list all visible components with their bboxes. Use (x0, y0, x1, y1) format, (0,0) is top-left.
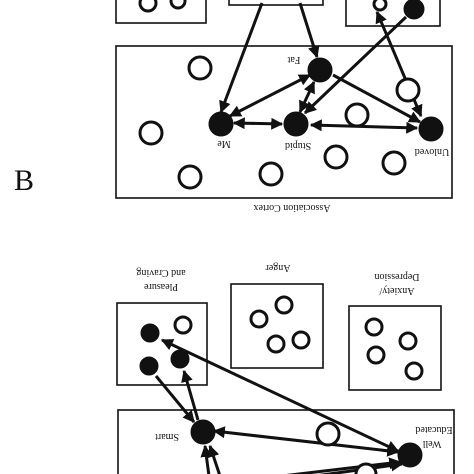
edge-me-fat (228, 73, 312, 118)
top-right-filled-node (403, 0, 425, 20)
anger-open-node (274, 295, 294, 315)
anger-label: Anger (265, 262, 291, 273)
anxiety-depression-box (348, 305, 442, 391)
edge-well-down-2 (318, 459, 404, 474)
edge-well-down-1 (286, 457, 402, 474)
edge-top-to-fat (298, 2, 320, 59)
well-node (397, 442, 423, 468)
stupid-label: Stupid (285, 140, 311, 151)
cortex-open-node (138, 120, 164, 146)
cortex-open-node (381, 150, 407, 176)
top-center-box (228, 0, 324, 6)
edge-smart-down-2 (207, 444, 221, 474)
well-label: Well (422, 438, 441, 449)
top-right-open-node (372, 0, 388, 12)
edge-stupid-unloved (309, 119, 419, 134)
edge-smart-pleasure (181, 369, 200, 421)
top-left-box (115, 0, 207, 24)
me-label: Me (217, 138, 231, 149)
edge-pleasure-smart (154, 375, 196, 423)
pleasure-filled-node (139, 356, 159, 376)
cortex-open-node (187, 55, 213, 81)
edge-me-stupid (232, 117, 284, 130)
smart-label: Smart (155, 431, 179, 442)
top-left-open-node (138, 0, 158, 13)
edge-fat-unloved (332, 73, 422, 124)
cortex-open-node (344, 102, 370, 128)
panel-letter: B (14, 164, 34, 197)
association-cortex-box (115, 45, 453, 199)
edge-smart-down-1 (200, 444, 213, 474)
edge-fat-stupid (298, 80, 316, 114)
top-right-box (345, 0, 441, 27)
anxiety-open-node (404, 361, 424, 381)
pleasure-craving-box (116, 302, 208, 386)
me-node (208, 111, 234, 137)
unloved-node (418, 116, 444, 142)
cortex-open-node (323, 144, 349, 170)
craving-label: and Craving (136, 267, 185, 278)
cortex-open-node (395, 77, 421, 103)
lower-cortex-open-node (315, 421, 341, 447)
association-cortex-label: Association Cortex (254, 202, 331, 213)
cortex-open-node (177, 164, 203, 190)
pleasure-open-node (173, 315, 193, 335)
cortex-open-node (258, 161, 284, 187)
lower-cortex-open-node (354, 462, 378, 474)
anxiety-label: Anxiety/ (379, 285, 414, 296)
unloved-label: Unloved (415, 146, 449, 157)
fat-label: Fat (287, 54, 300, 65)
top-left-open-node (169, 0, 187, 10)
fat-node (307, 57, 333, 83)
pleasure-filled-node (140, 323, 160, 343)
pleasure-label: Pleasure (144, 281, 178, 292)
edge-top-to-me (219, 2, 264, 114)
anger-open-node (291, 330, 311, 350)
stupid-node (283, 111, 309, 137)
anger-open-node (249, 309, 269, 329)
smart-node (190, 419, 216, 445)
anger-open-node (266, 334, 286, 354)
edge-smart-well (212, 426, 400, 457)
educated-label: Educated (415, 424, 452, 435)
depression-label: Depression (375, 271, 420, 282)
anxiety-open-node (366, 345, 386, 365)
anxiety-open-node (398, 331, 418, 351)
anger-box (230, 283, 324, 369)
anxiety-open-node (364, 317, 384, 337)
